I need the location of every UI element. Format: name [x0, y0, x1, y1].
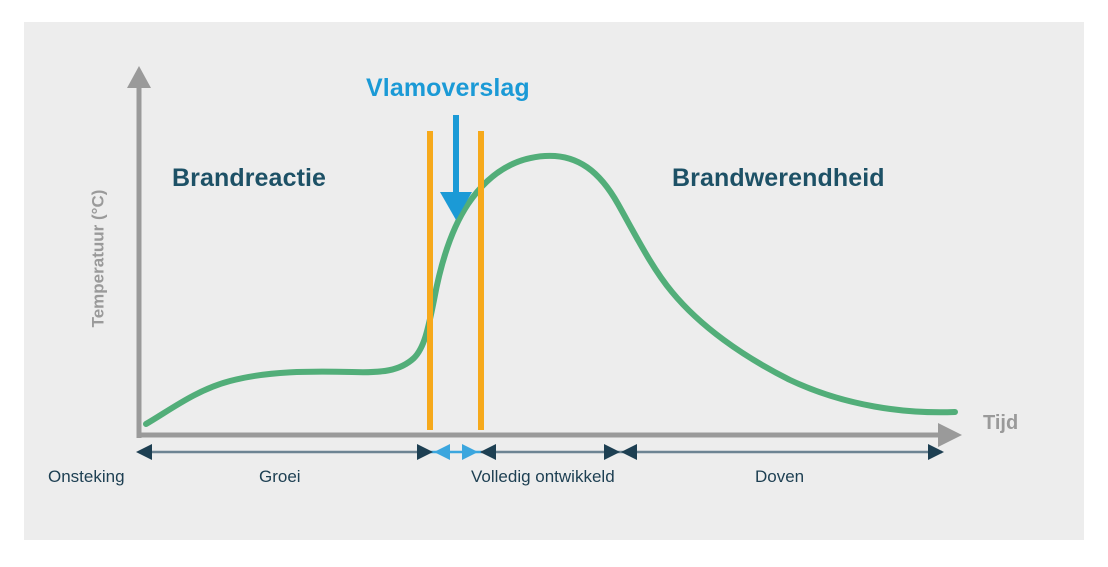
phase-scale-bar — [136, 444, 944, 460]
zone-label-brandwerendheid: Brandwerendheid — [672, 164, 885, 192]
y-axis-label: Temperatuur (°C) — [88, 189, 108, 328]
arrowhead-right-end — [928, 444, 944, 460]
fire-curve — [143, 152, 958, 427]
callout-label-vlamoverslag: Vlamoverslag — [366, 74, 530, 102]
arrowhead-flashover-start — [434, 444, 450, 460]
flashover-marker-lines — [427, 131, 484, 430]
arrowhead-left-start — [136, 444, 152, 460]
phase-label-volledig-ontwikkeld: Volledig ontwikkeld — [471, 467, 615, 486]
arrowhead-groei-end — [417, 444, 433, 460]
arrowhead-volledig-start — [480, 444, 496, 460]
phase-label-groei: Groei — [259, 467, 301, 486]
arrowhead-flashover-end — [462, 444, 478, 460]
flashover-down-arrow-icon — [440, 115, 472, 220]
arrowhead-volledig-end — [604, 444, 620, 460]
phase-label-doven: Doven — [755, 467, 805, 486]
y-axis — [127, 66, 151, 438]
arrowhead-doven-start — [621, 444, 637, 460]
x-axis-label: Tijd — [983, 412, 1019, 434]
phase-label-onsteking: Onsteking — [48, 467, 125, 486]
zone-label-brandreactie: Brandreactie — [172, 164, 327, 192]
x-axis — [139, 423, 962, 447]
diagram-panel — [24, 22, 1084, 540]
